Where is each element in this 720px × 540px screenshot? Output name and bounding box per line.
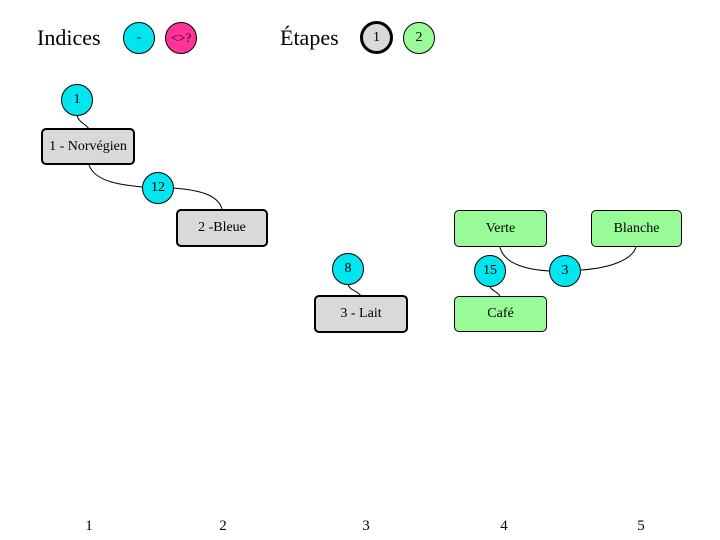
node-lait[interactable]: 3 - Lait [314, 295, 408, 333]
column-label-5: 5 [637, 518, 645, 534]
link-hint15-cafe [489, 285, 501, 297]
etape-badge-1: 1 [360, 21, 393, 54]
column-label-1: 1 [85, 518, 93, 534]
link-hint1-norvegien [76, 114, 90, 130]
node-cafe[interactable]: Café [454, 296, 547, 332]
link-verte-hint3 [499, 246, 551, 272]
etape-badge-2: 2 [403, 22, 435, 54]
link-hint12-bleue [172, 187, 223, 210]
column-label-4: 4 [500, 518, 508, 534]
etapes-title: Étapes [280, 25, 339, 50]
node-blanche[interactable]: Blanche [591, 210, 682, 247]
indice-badge-symbols: <>? [165, 22, 197, 54]
node-verte[interactable]: Verte [454, 210, 547, 247]
hint-circle: 15 [474, 255, 506, 287]
link-hint8-lait [347, 283, 362, 297]
node-norvegien[interactable]: 1 - Norvégien [41, 128, 135, 165]
link-hint3-blanche [580, 246, 637, 271]
hint-circle: 12 [142, 172, 174, 204]
hint-circle: 1 [61, 84, 93, 116]
indice-badge-dash: - [123, 22, 155, 54]
column-label-2: 2 [219, 518, 227, 534]
link-norvegien-hint12 [88, 164, 143, 188]
node-bleue[interactable]: 2 -Bleue [176, 209, 268, 247]
indices-title: Indices [37, 25, 101, 50]
column-label-3: 3 [362, 518, 370, 534]
hint-circle: 8 [332, 253, 364, 285]
hint-circle: 3 [549, 255, 581, 287]
